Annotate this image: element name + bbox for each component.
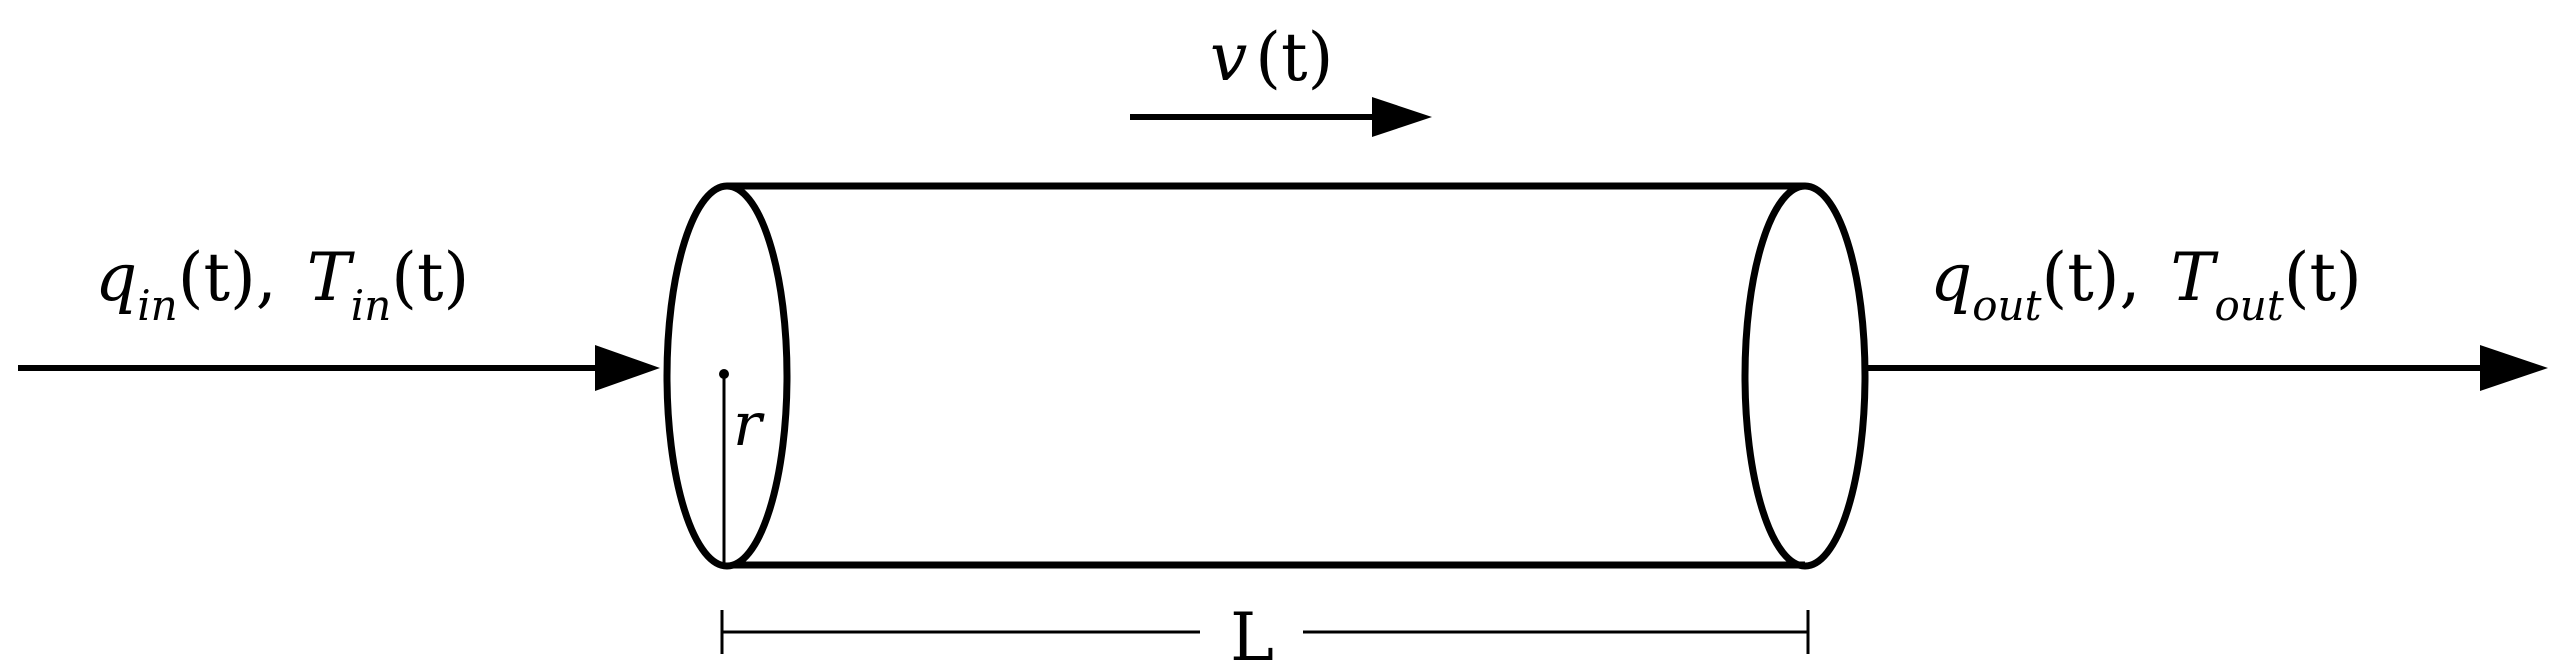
- outlet-label: qout(t),Tout(t): [1930, 239, 2362, 330]
- radius-indicator: r: [719, 369, 765, 566]
- outlet-arrowhead: [2480, 345, 2548, 391]
- pipe-cylinder: [663, 182, 1869, 570]
- velocity-indicator: v(t): [1130, 19, 1432, 137]
- velocity-arrowhead: [1372, 97, 1432, 137]
- radius-center-dot: [719, 369, 729, 379]
- length-label: L: [1230, 599, 1274, 671]
- length-dimension: L: [720, 599, 1810, 671]
- velocity-label: v(t): [1210, 19, 1333, 96]
- inlet-arrowhead: [595, 345, 660, 391]
- inlet-flow: qin(t),Tin(t): [18, 239, 660, 391]
- radius-label: r: [733, 390, 765, 460]
- pipe-outlet-face: [1741, 182, 1869, 570]
- outlet-flow: qout(t),Tout(t): [1866, 239, 2548, 391]
- inlet-label: qin(t),Tin(t): [95, 239, 469, 330]
